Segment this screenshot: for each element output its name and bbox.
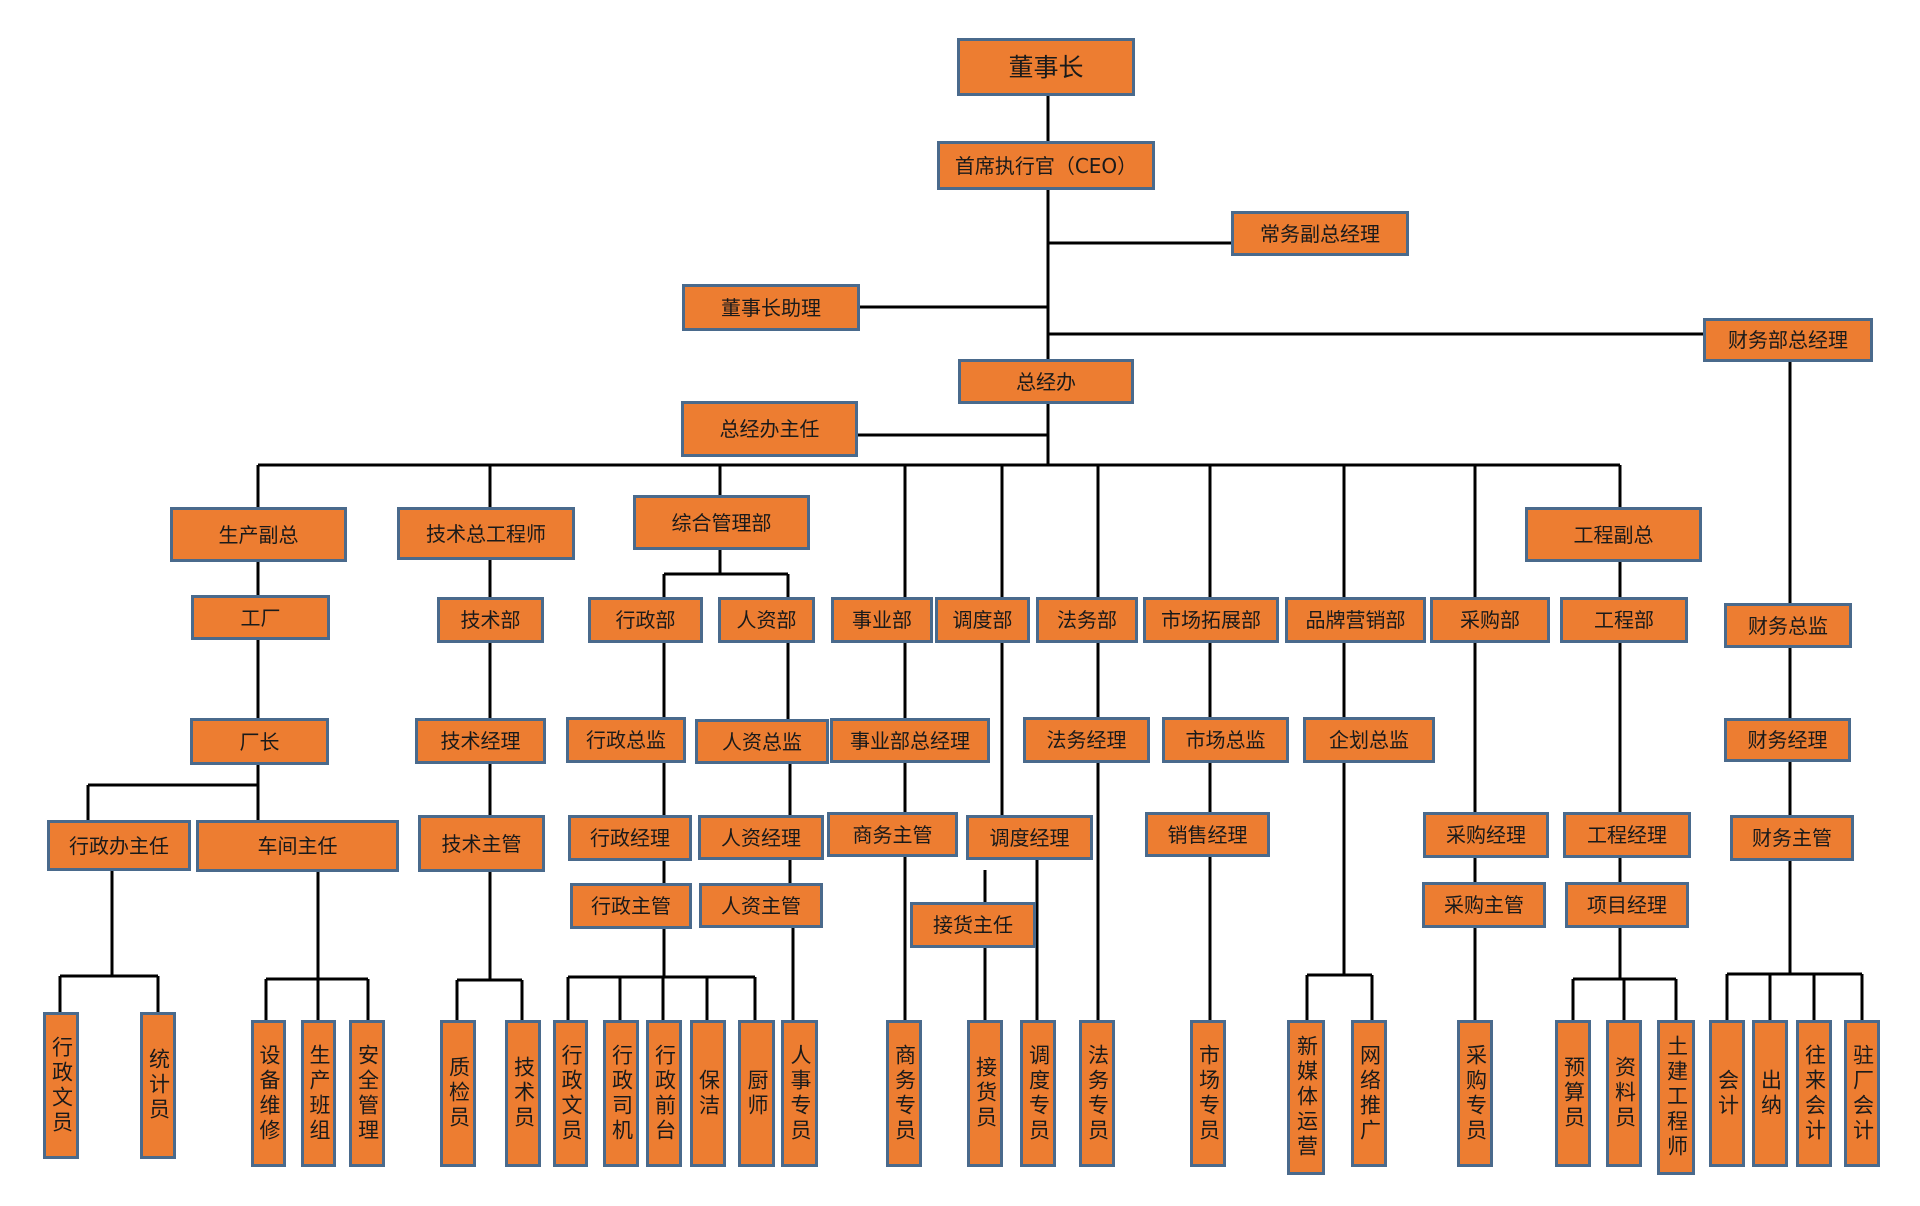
gm-office-box: 总经办 (958, 359, 1134, 404)
civil-engineer-box: 土建工程师 (1657, 1020, 1695, 1175)
tech-manager-box: 技术经理 (415, 718, 546, 764)
business-gm-box: 事业部总经理 (830, 718, 990, 763)
ar-ap-accountant-box: 往来会计 (1796, 1020, 1832, 1167)
planning-director-box: 企划总监 (1303, 717, 1435, 763)
engineering-vp-box: 工程副总 (1525, 507, 1702, 562)
dispatch-manager-box: 调度经理 (966, 815, 1093, 860)
purchase-manager-box: 采购经理 (1423, 812, 1549, 858)
quality-inspector-box: 质检员 (440, 1020, 476, 1167)
safety-management-box: 安全管理 (349, 1020, 385, 1167)
cashier-box: 出纳 (1752, 1020, 1788, 1167)
admin-office-director-box: 行政办主任 (47, 820, 191, 871)
hr-director-box: 人资总监 (695, 719, 829, 764)
gm-office-director-box: 总经办主任 (681, 401, 858, 457)
chief-engineer-box: 技术总工程师 (397, 507, 575, 560)
admin-clerk-box: 行政文员 (553, 1020, 588, 1167)
receiver-box: 接货员 (967, 1020, 1003, 1167)
engineering-manager-box: 工程经理 (1563, 812, 1691, 858)
legal-manager-box: 法务经理 (1023, 717, 1150, 763)
admin-driver-box: 行政司机 (603, 1020, 639, 1167)
cleaner-box: 保洁 (690, 1020, 726, 1167)
exec-vp-box: 常务副总经理 (1231, 211, 1409, 256)
admin-clerk-factory-box: 行政文员 (43, 1012, 79, 1159)
ceo-box: 首席执行官（CEO） (937, 141, 1155, 190)
factory-manager-box: 厂长 (190, 718, 329, 765)
brand-marketing-dept-box: 品牌营销部 (1285, 597, 1426, 643)
online-promotion-box: 网络推广 (1351, 1020, 1387, 1167)
hr-manager-box: 人资经理 (698, 815, 824, 860)
market-director-box: 市场总监 (1162, 717, 1289, 763)
business-supervisor-box: 商务主管 (827, 812, 958, 857)
admin-dept-box: 行政部 (588, 597, 703, 643)
hr-dept-box: 人资部 (718, 597, 815, 643)
market-specialist-box: 市场专员 (1190, 1020, 1226, 1167)
finance-director-box: 财务总监 (1724, 603, 1852, 648)
admin-reception-box: 行政前台 (646, 1020, 682, 1167)
onsite-accountant-box: 驻厂会计 (1844, 1020, 1880, 1167)
sales-manager-box: 销售经理 (1145, 812, 1270, 857)
engineering-dept-box: 工程部 (1560, 597, 1688, 643)
hr-specialist-box: 人事专员 (781, 1020, 818, 1167)
equipment-maintenance-box: 设备维修 (251, 1020, 286, 1167)
market-expansion-dept-box: 市场拓展部 (1143, 597, 1279, 643)
dispatch-dept-box: 调度部 (935, 597, 1030, 643)
business-specialist-box: 商务专员 (886, 1020, 922, 1167)
technician-box: 技术员 (505, 1020, 541, 1167)
chairman-assistant-box: 董事长助理 (682, 284, 860, 331)
production-vp-box: 生产副总 (170, 507, 347, 562)
legal-specialist-box: 法务专员 (1079, 1020, 1115, 1167)
admin-director-box: 行政总监 (566, 717, 686, 763)
budget-clerk-box: 预算员 (1555, 1020, 1591, 1167)
legal-dept-box: 法务部 (1036, 597, 1138, 643)
chef-box: 厨师 (738, 1020, 775, 1167)
production-team-box: 生产班组 (301, 1020, 336, 1167)
admin-manager-box: 行政经理 (568, 815, 692, 861)
new-media-ops-box: 新媒体运营 (1287, 1020, 1325, 1175)
tech-dept-box: 技术部 (437, 597, 544, 643)
workshop-director-box: 车间主任 (196, 820, 399, 872)
finance-manager-box: 财务经理 (1724, 718, 1851, 762)
factory-box: 工厂 (191, 595, 330, 640)
dispatch-specialist-box: 调度专员 (1020, 1020, 1056, 1167)
project-manager-box: 项目经理 (1565, 882, 1689, 928)
receiving-supervisor-box: 接货主任 (910, 902, 1036, 948)
purchase-supervisor-box: 采购主管 (1422, 882, 1546, 928)
purchase-specialist-box: 采购专员 (1457, 1020, 1493, 1167)
finance-gm-box: 财务部总经理 (1703, 318, 1873, 362)
admin-supervisor-box: 行政主管 (570, 883, 692, 929)
general-mgmt-dept-box: 综合管理部 (633, 495, 810, 550)
statistician-box: 统计员 (140, 1012, 176, 1159)
data-clerk-box: 资料员 (1606, 1020, 1642, 1167)
finance-supervisor-box: 财务主管 (1730, 815, 1854, 861)
business-dept-box: 事业部 (831, 597, 933, 643)
hr-supervisor-box: 人资主管 (699, 883, 823, 928)
accountant-box: 会计 (1709, 1020, 1745, 1167)
chairman-box: 董事长 (957, 38, 1135, 96)
purchase-dept-box: 采购部 (1430, 597, 1550, 643)
tech-supervisor-box: 技术主管 (418, 815, 545, 872)
